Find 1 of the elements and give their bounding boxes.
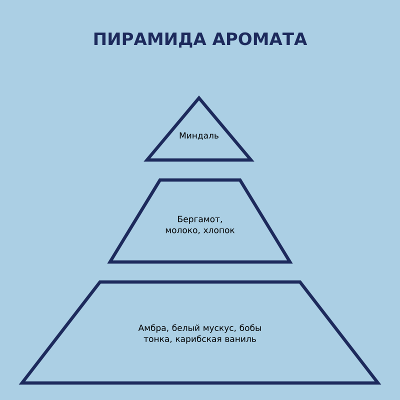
title: ПИРАМИДА АРОМАТА <box>94 32 308 48</box>
